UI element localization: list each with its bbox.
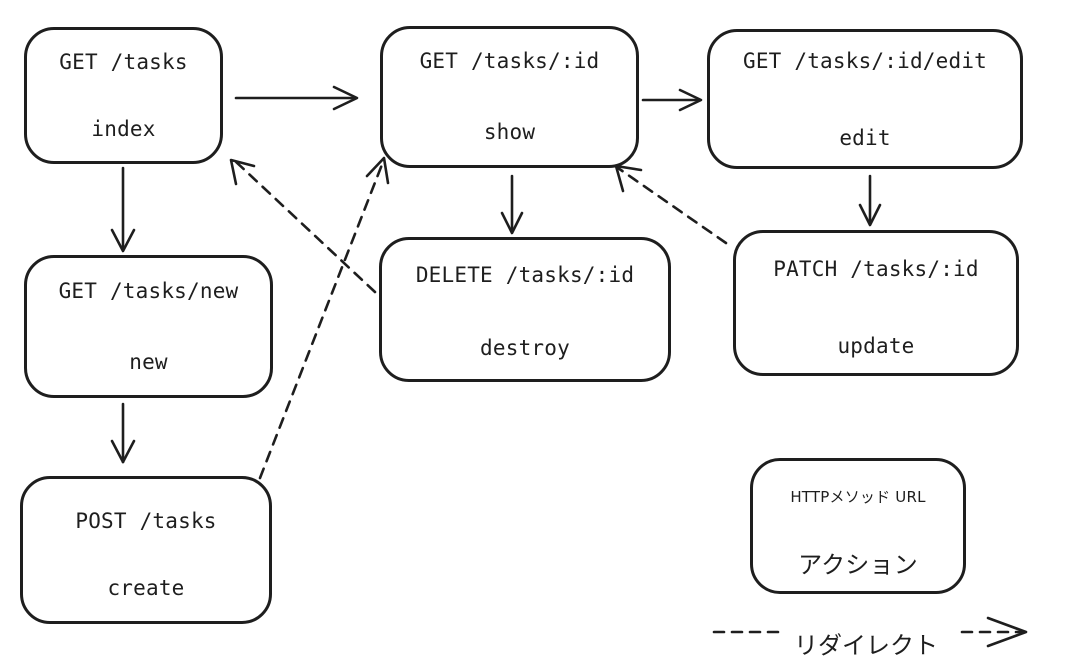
- edge-index-to-show: [234, 85, 359, 111]
- node-create-route: POST /tasks: [75, 509, 217, 533]
- node-show-route: GET /tasks/:id: [419, 49, 600, 73]
- edge-create-to-show-redirect: [258, 156, 390, 480]
- node-update-action: update: [837, 334, 915, 358]
- node-destroy: DELETE /tasks/:id destroy: [379, 237, 671, 382]
- node-show-action: show: [483, 120, 536, 144]
- node-index-action: index: [91, 117, 156, 141]
- node-create-action: create: [107, 576, 185, 600]
- node-update: PATCH /tasks/:id update: [733, 230, 1019, 376]
- edge-destroy-to-index-redirect: [229, 158, 377, 294]
- edge-new-to-create: [110, 402, 136, 464]
- legend-redirect-arrow: [712, 616, 1028, 648]
- legend-box-route: HTTPメソッド URL: [790, 488, 926, 506]
- node-destroy-route: DELETE /tasks/:id: [415, 263, 635, 287]
- node-edit-action: edit: [839, 126, 891, 150]
- legend-box-action: アクション: [798, 551, 918, 579]
- node-edit: GET /tasks/:id/edit edit: [707, 29, 1023, 169]
- legend-box: HTTPメソッド URL アクション: [750, 458, 966, 594]
- edge-show-to-destroy: [500, 174, 524, 235]
- edge-edit-to-update: [858, 174, 882, 227]
- node-new-route: GET /tasks/new: [58, 279, 239, 303]
- node-destroy-action: destroy: [480, 336, 570, 360]
- node-new: GET /tasks/new new: [24, 255, 273, 398]
- node-update-route: PATCH /tasks/:id: [773, 257, 979, 281]
- node-show: GET /tasks/:id show: [380, 26, 639, 168]
- node-index-route: GET /tasks: [59, 50, 188, 74]
- legend-redirect-label: リダイレクト: [794, 631, 938, 660]
- edge-update-to-show-redirect: [614, 164, 728, 245]
- node-index: GET /tasks index: [24, 27, 223, 164]
- node-new-action: new: [129, 350, 168, 374]
- node-edit-route: GET /tasks/:id/edit: [742, 49, 988, 73]
- edge-show-to-edit: [641, 88, 703, 112]
- edge-index-to-new: [110, 166, 136, 253]
- node-create: POST /tasks create: [20, 476, 272, 624]
